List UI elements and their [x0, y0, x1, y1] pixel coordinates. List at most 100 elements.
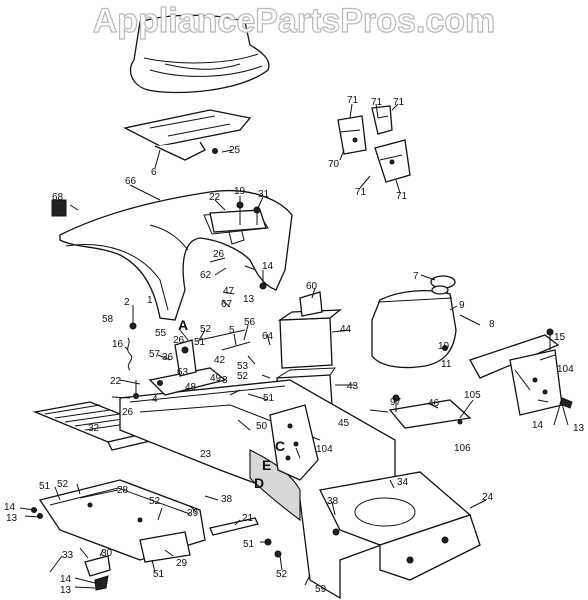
callout-30: 30 [101, 548, 113, 559]
callout-19: 19 [234, 186, 246, 197]
frame-deck [319, 471, 481, 581]
callout-104: 104 [557, 364, 574, 375]
callout-66: 66 [125, 176, 137, 187]
callout-45: 45 [338, 418, 350, 429]
callout-22: 22 [110, 376, 122, 387]
callout-36: 36 [162, 352, 174, 363]
callout-52: 52 [200, 324, 212, 335]
callout-57: 57 [149, 349, 161, 360]
callout-105: 105 [464, 390, 481, 401]
callout-71: 71 [355, 187, 367, 198]
callout-52: 52 [57, 479, 69, 490]
callout-D: D [254, 475, 265, 491]
callout-14: 14 [4, 502, 16, 513]
callout-44: 44 [340, 324, 352, 335]
callout-1: 1 [147, 295, 153, 306]
callout-11: 11 [441, 359, 452, 370]
callout-71: 71 [393, 97, 405, 108]
callout-46: 46 [428, 398, 440, 409]
callout-13: 13 [60, 585, 72, 596]
callout-22: 22 [209, 192, 221, 203]
callout-4: 4 [152, 394, 158, 405]
callout-26: 26 [122, 407, 134, 418]
callout-7: 7 [413, 271, 419, 282]
callout-5: 5 [229, 325, 235, 336]
callout-23: 23 [200, 449, 212, 460]
callout-51: 51 [243, 539, 255, 550]
callout-39: 39 [187, 508, 199, 519]
callout-6: 6 [151, 167, 157, 178]
callout-38: 38 [327, 496, 339, 507]
callout-14: 14 [60, 574, 72, 585]
callout-26: 26 [213, 249, 225, 260]
callout-32: 32 [88, 423, 100, 434]
callout-26: 26 [173, 335, 185, 346]
callout-52: 52 [237, 371, 249, 382]
callout-33: 33 [62, 550, 74, 561]
callout-60: 60 [306, 281, 318, 292]
seat-adjust-parts [337, 105, 411, 183]
callout-42: 42 [214, 355, 226, 366]
callout-51: 51 [39, 481, 51, 492]
callout-97: 97 [390, 397, 402, 408]
callout-25: 25 [229, 145, 241, 156]
callout-28: 28 [117, 485, 129, 496]
callout-70: 70 [328, 159, 340, 170]
battery [277, 291, 342, 369]
callout-43: 43 [347, 381, 359, 392]
callout-52: 52 [149, 496, 161, 507]
callout-51: 51 [194, 337, 206, 348]
rear-plate [388, 399, 472, 429]
callout-2: 2 [124, 297, 130, 308]
callout-67: 67 [221, 299, 233, 310]
callout-106: 106 [454, 443, 471, 454]
callout-50: 50 [256, 421, 268, 432]
callout-71: 71 [371, 97, 383, 108]
callout-15: 15 [554, 332, 566, 343]
callout-56: 56 [244, 317, 256, 328]
callout-49: 49 [210, 373, 222, 384]
callout-24: 24 [482, 492, 494, 503]
callout-13: 13 [573, 423, 585, 434]
callout-C: C [275, 438, 286, 454]
callout-52: 52 [276, 569, 288, 580]
callout-59: 59 [315, 584, 327, 595]
callout-47: 47 [223, 286, 235, 297]
callout-62: 62 [200, 270, 212, 281]
callout-21: 21 [242, 513, 254, 524]
callout-13: 13 [243, 294, 255, 305]
callout-16: 16 [112, 339, 124, 350]
callout-A: A [178, 317, 189, 333]
fender [59, 189, 293, 321]
callout-58: 58 [102, 314, 114, 325]
callout-9: 9 [459, 300, 465, 311]
callout-34: 34 [397, 477, 409, 488]
seat-bracket [123, 109, 252, 161]
callout-68: 68 [52, 192, 64, 203]
callout-71: 71 [347, 95, 359, 106]
lower-bracket [38, 479, 206, 563]
callout-E: E [262, 457, 272, 473]
callout-71: 71 [396, 191, 408, 202]
callout-31: 31 [258, 189, 270, 200]
callout-14: 14 [262, 261, 274, 272]
callout-64: 64 [262, 331, 274, 342]
fuel-tank [371, 275, 457, 369]
callout-29: 29 [176, 558, 188, 569]
callout-104: 104 [316, 444, 333, 455]
callout-51: 51 [263, 393, 275, 404]
main-frame [119, 379, 396, 600]
callout-3: 3 [222, 375, 228, 386]
callout-48: 48 [185, 382, 197, 393]
callout-63: 63 [177, 367, 189, 378]
callout-51: 51 [153, 569, 165, 580]
pedal-parts [84, 555, 111, 591]
rod [209, 517, 259, 536]
callout-8: 8 [489, 319, 495, 330]
callout-10: 10 [438, 341, 450, 352]
fender-handle [51, 199, 67, 217]
watermark: AppliancePartsPros.com [92, 1, 496, 40]
leader-lines [19, 103, 569, 589]
callout-55: 55 [155, 328, 167, 339]
